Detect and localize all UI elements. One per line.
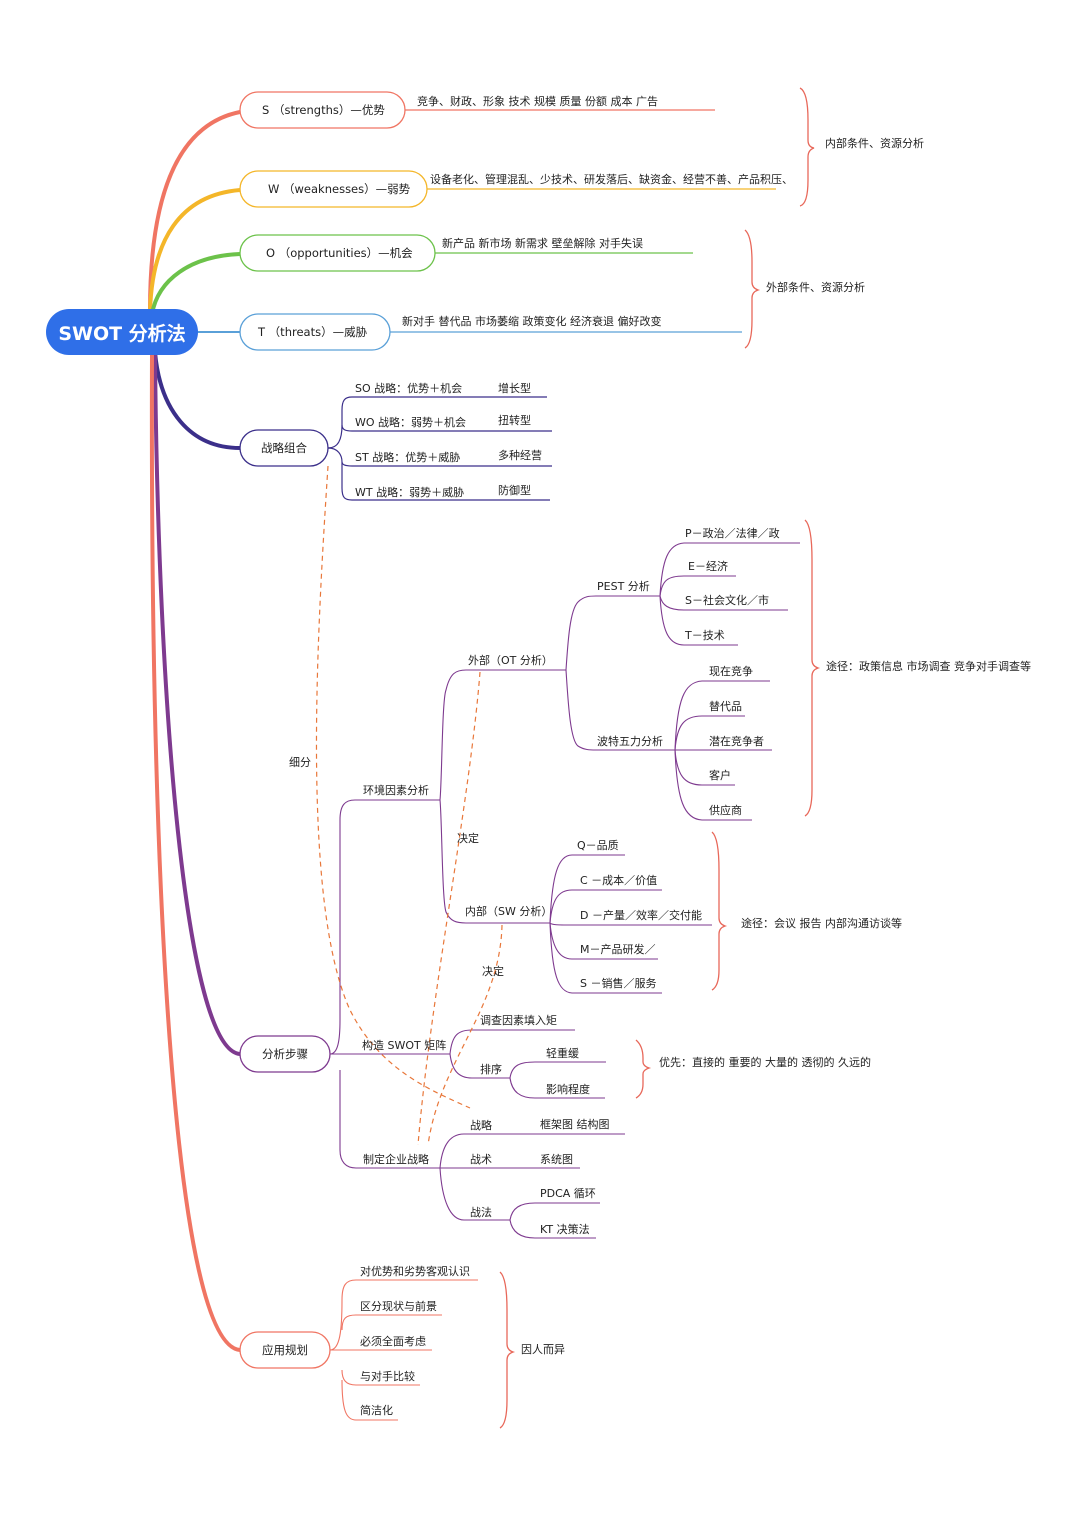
internal-item-3: D －产量／效率／交付能 — [580, 908, 702, 922]
node-combo[interactable]: 战略组合 — [239, 429, 329, 467]
combo-row-3-type: 多种经营 — [498, 448, 542, 462]
tactic-detail: 系统图 — [540, 1153, 573, 1166]
branch-combo — [153, 351, 241, 450]
pest-item-4: T－技术 — [684, 629, 725, 642]
dashed-links — [315, 465, 503, 1146]
priority-note: 优先：直接的 重要的 大量的 透彻的 久远的 — [659, 1055, 871, 1069]
node-steps[interactable]: 分析步骤 — [239, 1035, 331, 1073]
node-w[interactable]: W （weaknesses）—弱势 — [239, 170, 428, 208]
apply-item-5: 简洁化 — [360, 1403, 393, 1417]
pest-item-3: S－社会文化／市 — [685, 593, 769, 607]
node-s-label: S （strengths）—优势 — [262, 103, 385, 117]
combo-row-2-name: WO 战略：弱势＋机会 — [355, 415, 466, 429]
brace-priority — [635, 1039, 652, 1099]
link-jueding-2 — [427, 924, 503, 1146]
internal-note: 内部条件、资源分析 — [825, 136, 924, 150]
internal-item-1: Q－品质 — [577, 839, 619, 852]
brace-external — [744, 229, 761, 349]
porter-item-3: 潜在竞争者 — [709, 734, 764, 748]
internal-item-5: S －销售／服务 — [580, 976, 656, 990]
env-label: 环境因素分析 — [363, 783, 429, 797]
link-jueding-1-label: 决定 — [457, 831, 479, 845]
pest-label: PEST 分析 — [597, 579, 650, 593]
strategy-label: 战略 — [470, 1118, 492, 1132]
apply-note: 因人而异 — [521, 1343, 565, 1356]
combo-row-2-type: 扭转型 — [498, 413, 531, 427]
apply-item-1: 对优势和劣势客观认识 — [360, 1264, 470, 1278]
internal-item-2: C －成本／价值 — [580, 873, 657, 887]
apply-item-3: 必须全面考虑 — [360, 1334, 426, 1348]
sort-label: 排序 — [480, 1062, 502, 1076]
brace-internal-ways — [711, 831, 728, 991]
internal-item-4: M－产品研发／ — [580, 942, 656, 956]
make-label: 制定企业战略 — [363, 1152, 429, 1166]
combo-row-4-name: WT 战略：弱势＋威胁 — [355, 485, 464, 499]
node-w-label: W （weaknesses）—弱势 — [268, 182, 411, 196]
apply-connectors — [329, 1279, 478, 1421]
t-detail: 新对手 替代品 市场萎缩 政策变化 经济衰退 偏好改变 — [402, 314, 661, 328]
internal-label: 内部（SW 分析） — [465, 904, 552, 918]
brace-internal — [799, 87, 815, 207]
link-jueding-2-label: 决定 — [482, 964, 504, 978]
link-jueding-1 — [417, 671, 481, 1146]
external-ways-note: 途径：政策信息 市场调查 竞争对手调查等 — [826, 659, 1031, 673]
o-detail: 新产品 新市场 新需求 壁垒解除 对手失误 — [442, 236, 643, 250]
branch-w — [148, 188, 241, 313]
porter-item-1: 现在竞争 — [709, 664, 753, 678]
node-apply[interactable]: 应用规划 — [239, 1331, 331, 1369]
sort-item-2: 影响程度 — [546, 1082, 590, 1096]
external-note: 外部条件、资源分析 — [766, 280, 865, 294]
branch-o — [150, 252, 241, 315]
root-node[interactable]: SWOT 分析法 — [46, 309, 198, 355]
brace-external-ways — [804, 519, 821, 817]
porter-item-2: 替代品 — [709, 699, 742, 713]
external-label: 外部（OT 分析） — [468, 653, 553, 667]
tactic-label: 战术 — [470, 1153, 492, 1166]
steps-connectors — [329, 542, 800, 1239]
link-xifen-label: 细分 — [289, 756, 311, 769]
matrix-label: 构造 SWOT 矩阵 — [362, 1038, 446, 1052]
method-item-2: KT 决策法 — [540, 1222, 590, 1236]
node-t[interactable]: T （threats）—威胁 — [239, 313, 391, 351]
strategy-detail: 框架图 结构图 — [540, 1117, 610, 1131]
node-apply-label: 应用规划 — [262, 1343, 308, 1357]
apply-item-2: 区分现状与前景 — [360, 1299, 437, 1313]
combo-row-1-type: 增长型 — [498, 381, 531, 395]
node-o-label: O （opportunities）—机会 — [266, 246, 413, 260]
sort-item-1: 轻重缓 — [546, 1046, 579, 1060]
node-s[interactable]: S （strengths）—优势 — [239, 91, 406, 129]
porter-item-4: 客户 — [709, 768, 731, 782]
combo-connectors — [327, 396, 552, 501]
link-xifen — [315, 465, 471, 1109]
brace-apply — [499, 1271, 516, 1429]
porter-label: 波特五力分析 — [597, 734, 663, 748]
branch-s — [148, 110, 241, 311]
combo-row-3-name: ST 战略：优势＋威胁 — [355, 450, 460, 464]
node-combo-label: 战略组合 — [261, 441, 307, 455]
root-label: SWOT 分析法 — [58, 322, 185, 345]
node-t-label: T （threats）—威胁 — [257, 325, 368, 339]
porter-item-5: 供应商 — [709, 803, 742, 817]
internal-ways-note: 途径：会议 报告 内部沟通访谈等 — [741, 916, 902, 930]
main-branches — [148, 110, 241, 1352]
combo-row-1-name: SO 战略：优势＋机会 — [355, 381, 462, 395]
fill-label: 调查因素填入矩 — [480, 1013, 557, 1027]
w-detail: 设备老化、管理混乱、少技术、研发落后、缺资金、经营不善、产品积压、 — [430, 172, 793, 186]
branch-steps — [153, 353, 241, 1056]
method-item-1: PDCA 循环 — [540, 1187, 596, 1200]
combo-row-4-type: 防御型 — [498, 483, 531, 497]
method-label: 战法 — [470, 1205, 492, 1219]
branch-apply — [149, 353, 241, 1352]
pest-item-1: P－政治／法律／政 — [685, 526, 780, 540]
apply-item-4: 与对手比较 — [360, 1369, 415, 1383]
pest-item-2: E－经济 — [688, 559, 728, 573]
node-o[interactable]: O （opportunities）—机会 — [239, 234, 436, 272]
node-steps-label: 分析步骤 — [262, 1047, 308, 1061]
s-detail: 竞争、财政、形象 技术 规模 质量 份额 成本 广告 — [417, 94, 658, 108]
